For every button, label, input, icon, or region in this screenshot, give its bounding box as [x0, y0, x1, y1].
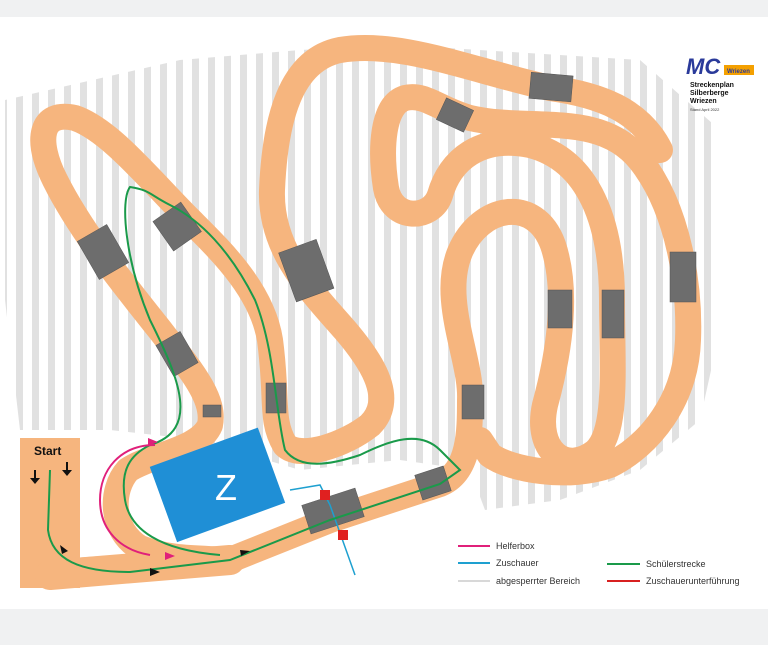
zone-z: Z: [149, 427, 286, 543]
track-map: Z Start MC Wriezen Streckenplan Silberbe…: [5, 35, 754, 590]
track-map-sheet: Z Start MC Wriezen Streckenplan Silberbe…: [0, 17, 768, 609]
logo-title-line: Streckenplan: [690, 82, 734, 89]
underpass-marker: [320, 490, 330, 500]
legend-label: Schülerstrecke: [646, 559, 706, 569]
logo-letters: MC: [686, 54, 721, 79]
logo-subtitle: Stand April 2022: [690, 107, 720, 112]
start-label: Start: [34, 444, 61, 458]
legend-label: Zuschauerunterführung: [646, 576, 740, 586]
track-markers: [76, 72, 697, 535]
helper-path: [98, 444, 156, 556]
direction-arrows: [30, 462, 250, 576]
logo-title-line: Wriezen: [690, 98, 717, 105]
legend-label: Helferbox: [496, 541, 535, 551]
legend-label: Zuschauer: [496, 558, 539, 568]
zone-label: Z: [215, 467, 237, 508]
logo-title-line: Silberberge: [690, 90, 729, 97]
logo-club: Wriezen: [727, 69, 750, 75]
legend: Helferbox Zuschauer abgesperrter Bereich…: [458, 541, 740, 586]
student-track: [46, 185, 462, 574]
club-logo: MC Wriezen Streckenplan Silberberge Wrie…: [686, 54, 754, 112]
underpass-marker: [338, 530, 348, 540]
legend-label: abgesperrter Bereich: [496, 576, 580, 586]
